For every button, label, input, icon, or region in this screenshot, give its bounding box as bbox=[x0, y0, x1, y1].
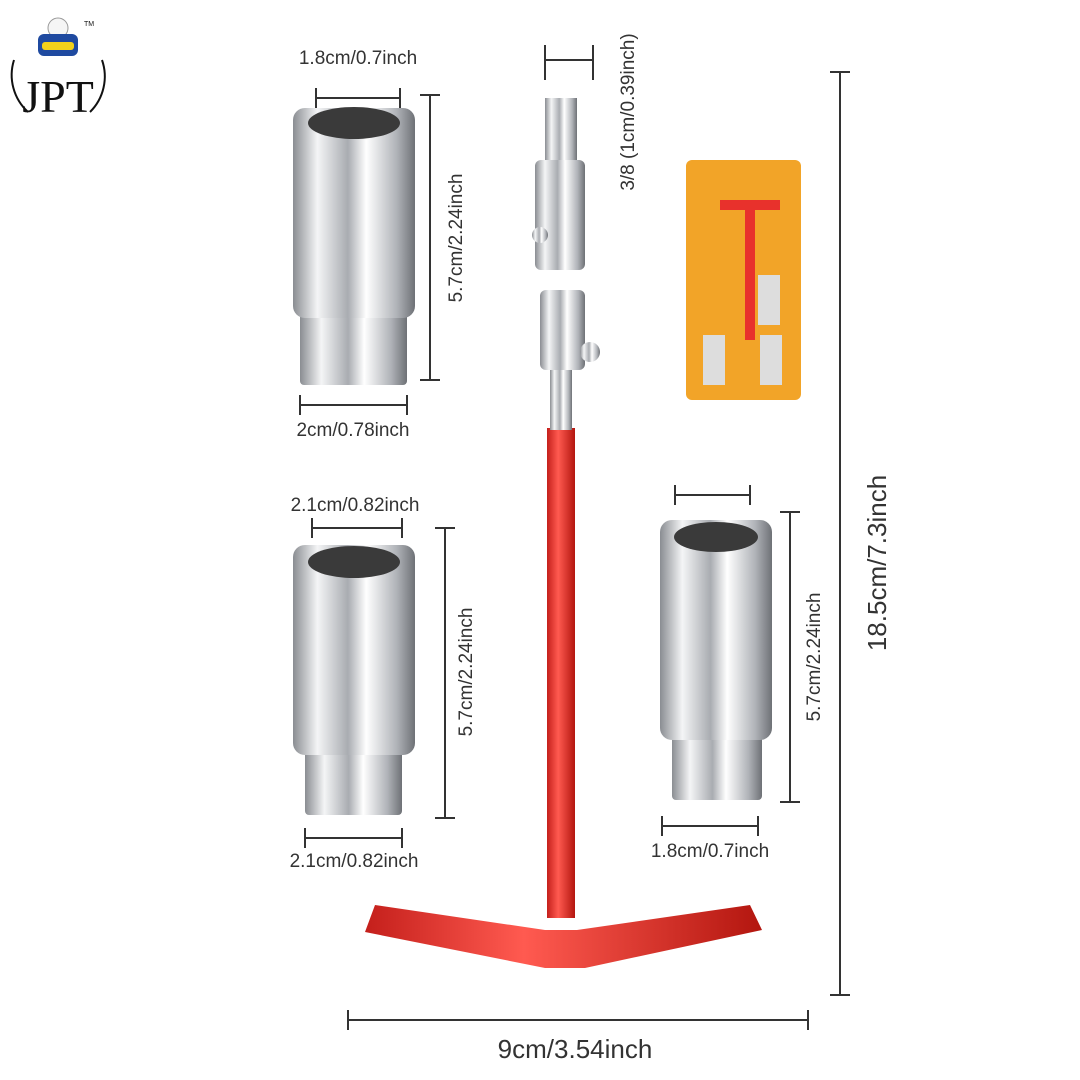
socket-top-left-top-label: 1.8cm/0.7inch bbox=[299, 48, 417, 69]
socket-mid-left bbox=[293, 545, 415, 815]
socket-top-left-bottom-label: 2cm/0.78inch bbox=[296, 420, 409, 441]
package-image bbox=[686, 160, 801, 400]
socket-mid-left-top-label: 2.1cm/0.82inch bbox=[291, 495, 420, 516]
t-handle-wrench bbox=[365, 98, 762, 968]
socket-mid-left-height-label: 5.7cm/2.24inch bbox=[456, 608, 477, 737]
overall-height-label: 18.5cm/7.3inch bbox=[862, 475, 892, 651]
svg-text:TM: TM bbox=[84, 21, 94, 28]
socket-top-left bbox=[293, 107, 415, 385]
drive-size-label: 3/8 (1cm/0.39inch) bbox=[618, 33, 639, 190]
socket-right-bottom-label: 1.8cm/0.7inch bbox=[651, 841, 769, 862]
overall-width-label: 9cm/3.54inch bbox=[498, 1034, 653, 1064]
socket-right bbox=[660, 520, 772, 800]
dimension-lines bbox=[299, 45, 850, 1030]
socket-right-height-label: 5.7cm/2.24inch bbox=[804, 593, 825, 722]
svg-text:JPT: JPT bbox=[22, 71, 94, 122]
socket-top-left-height-label: 5.7cm/2.24inch bbox=[446, 174, 467, 303]
jpt-logo: JPT TM bbox=[10, 17, 106, 122]
socket-mid-left-bottom-label: 2.1cm/0.82inch bbox=[290, 851, 419, 872]
